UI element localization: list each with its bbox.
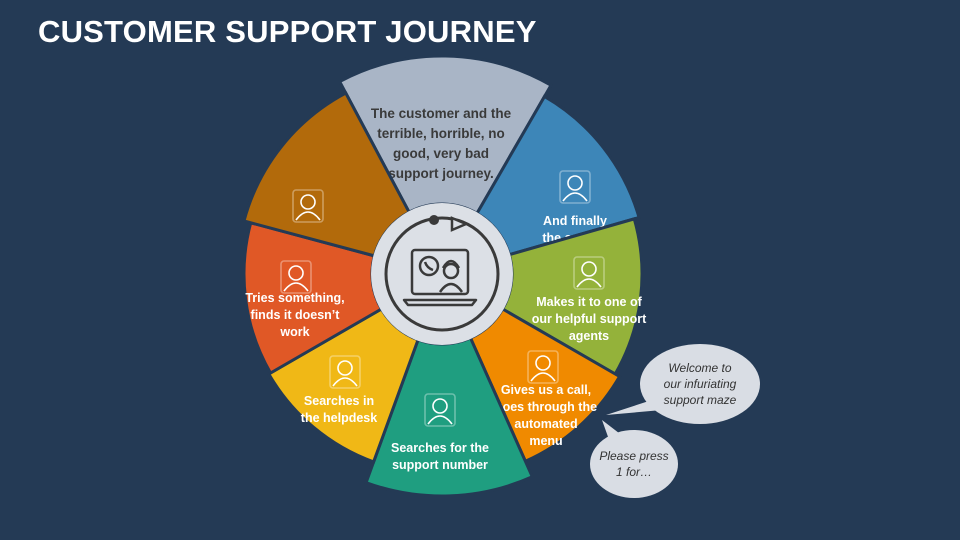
laptop-error-icon [280, 260, 312, 294]
segment-tries-line: finds it doesn’t [251, 308, 341, 322]
segment-call-line: menu [529, 434, 562, 448]
segment-tries-line: Tries something, [245, 291, 344, 305]
cycle-arrow-head-icon [450, 216, 470, 232]
speech-bubble-welcome: Welcome to our infuriating support maze [606, 344, 760, 424]
segment-call-line: automated [514, 417, 577, 431]
slide-title: CUSTOMER SUPPORT JOURNEY [38, 14, 537, 49]
magnifier-browser-icon [329, 355, 361, 389]
speech-bubble-welcome-line: our infuriating [664, 377, 737, 391]
segment-number-line: Searches for the [391, 441, 489, 455]
segment-answer-line: And finally [543, 214, 607, 228]
segment-helpdesk-line: Searches in [304, 394, 374, 408]
segment-helpdesk: Searches in the helpdesk [266, 306, 420, 464]
segment-intro-line: terrible, horrible, no [377, 126, 505, 141]
segment-call-line: Gives us a call, [501, 383, 591, 397]
segment-intro-line: good, very bad [393, 146, 489, 161]
segment-number-line: support number [392, 458, 488, 472]
segment-helpdesk-line: the helpdesk [301, 411, 377, 425]
cycle-start-dot [429, 215, 439, 225]
support-agent-headset-icon [573, 256, 605, 290]
businesswoman-chart-icon [292, 189, 324, 223]
segment-call-line: goes through the [495, 400, 597, 414]
speech-bubble-welcome-line: Welcome to [668, 361, 731, 375]
segment-tries-line: work [279, 325, 309, 339]
speech-bubble-press: Please press 1 for… [590, 420, 678, 498]
segment-agents-line: Makes it to one of [536, 295, 642, 309]
speech-bubble-welcome-line: support maze [664, 393, 737, 407]
lightbulb-person-icon [559, 170, 591, 204]
cycle-arrow-ring [384, 216, 500, 332]
browser-phone-icon [424, 393, 456, 427]
speech-bubble-press-line: Please press [599, 449, 668, 463]
phone-menu-icon [527, 350, 559, 384]
segment-call: Gives us a call, goes through the automate… [468, 306, 622, 464]
segment-tries: Tries something, finds it doesn’t work [242, 220, 384, 376]
center-hub [371, 203, 513, 345]
customer-support-laptop-icon [402, 248, 478, 307]
segment-intro-line: support journey. [388, 166, 494, 181]
segment-agents: Makes it to one of our helpful support age… [500, 217, 647, 377]
speech-bubble-press-line: 1 for… [616, 465, 652, 479]
segment-agents-line: agents [569, 329, 609, 343]
segment-agents-line: our helpful support [532, 312, 647, 326]
segment-intro-line: The customer and the [371, 106, 512, 121]
